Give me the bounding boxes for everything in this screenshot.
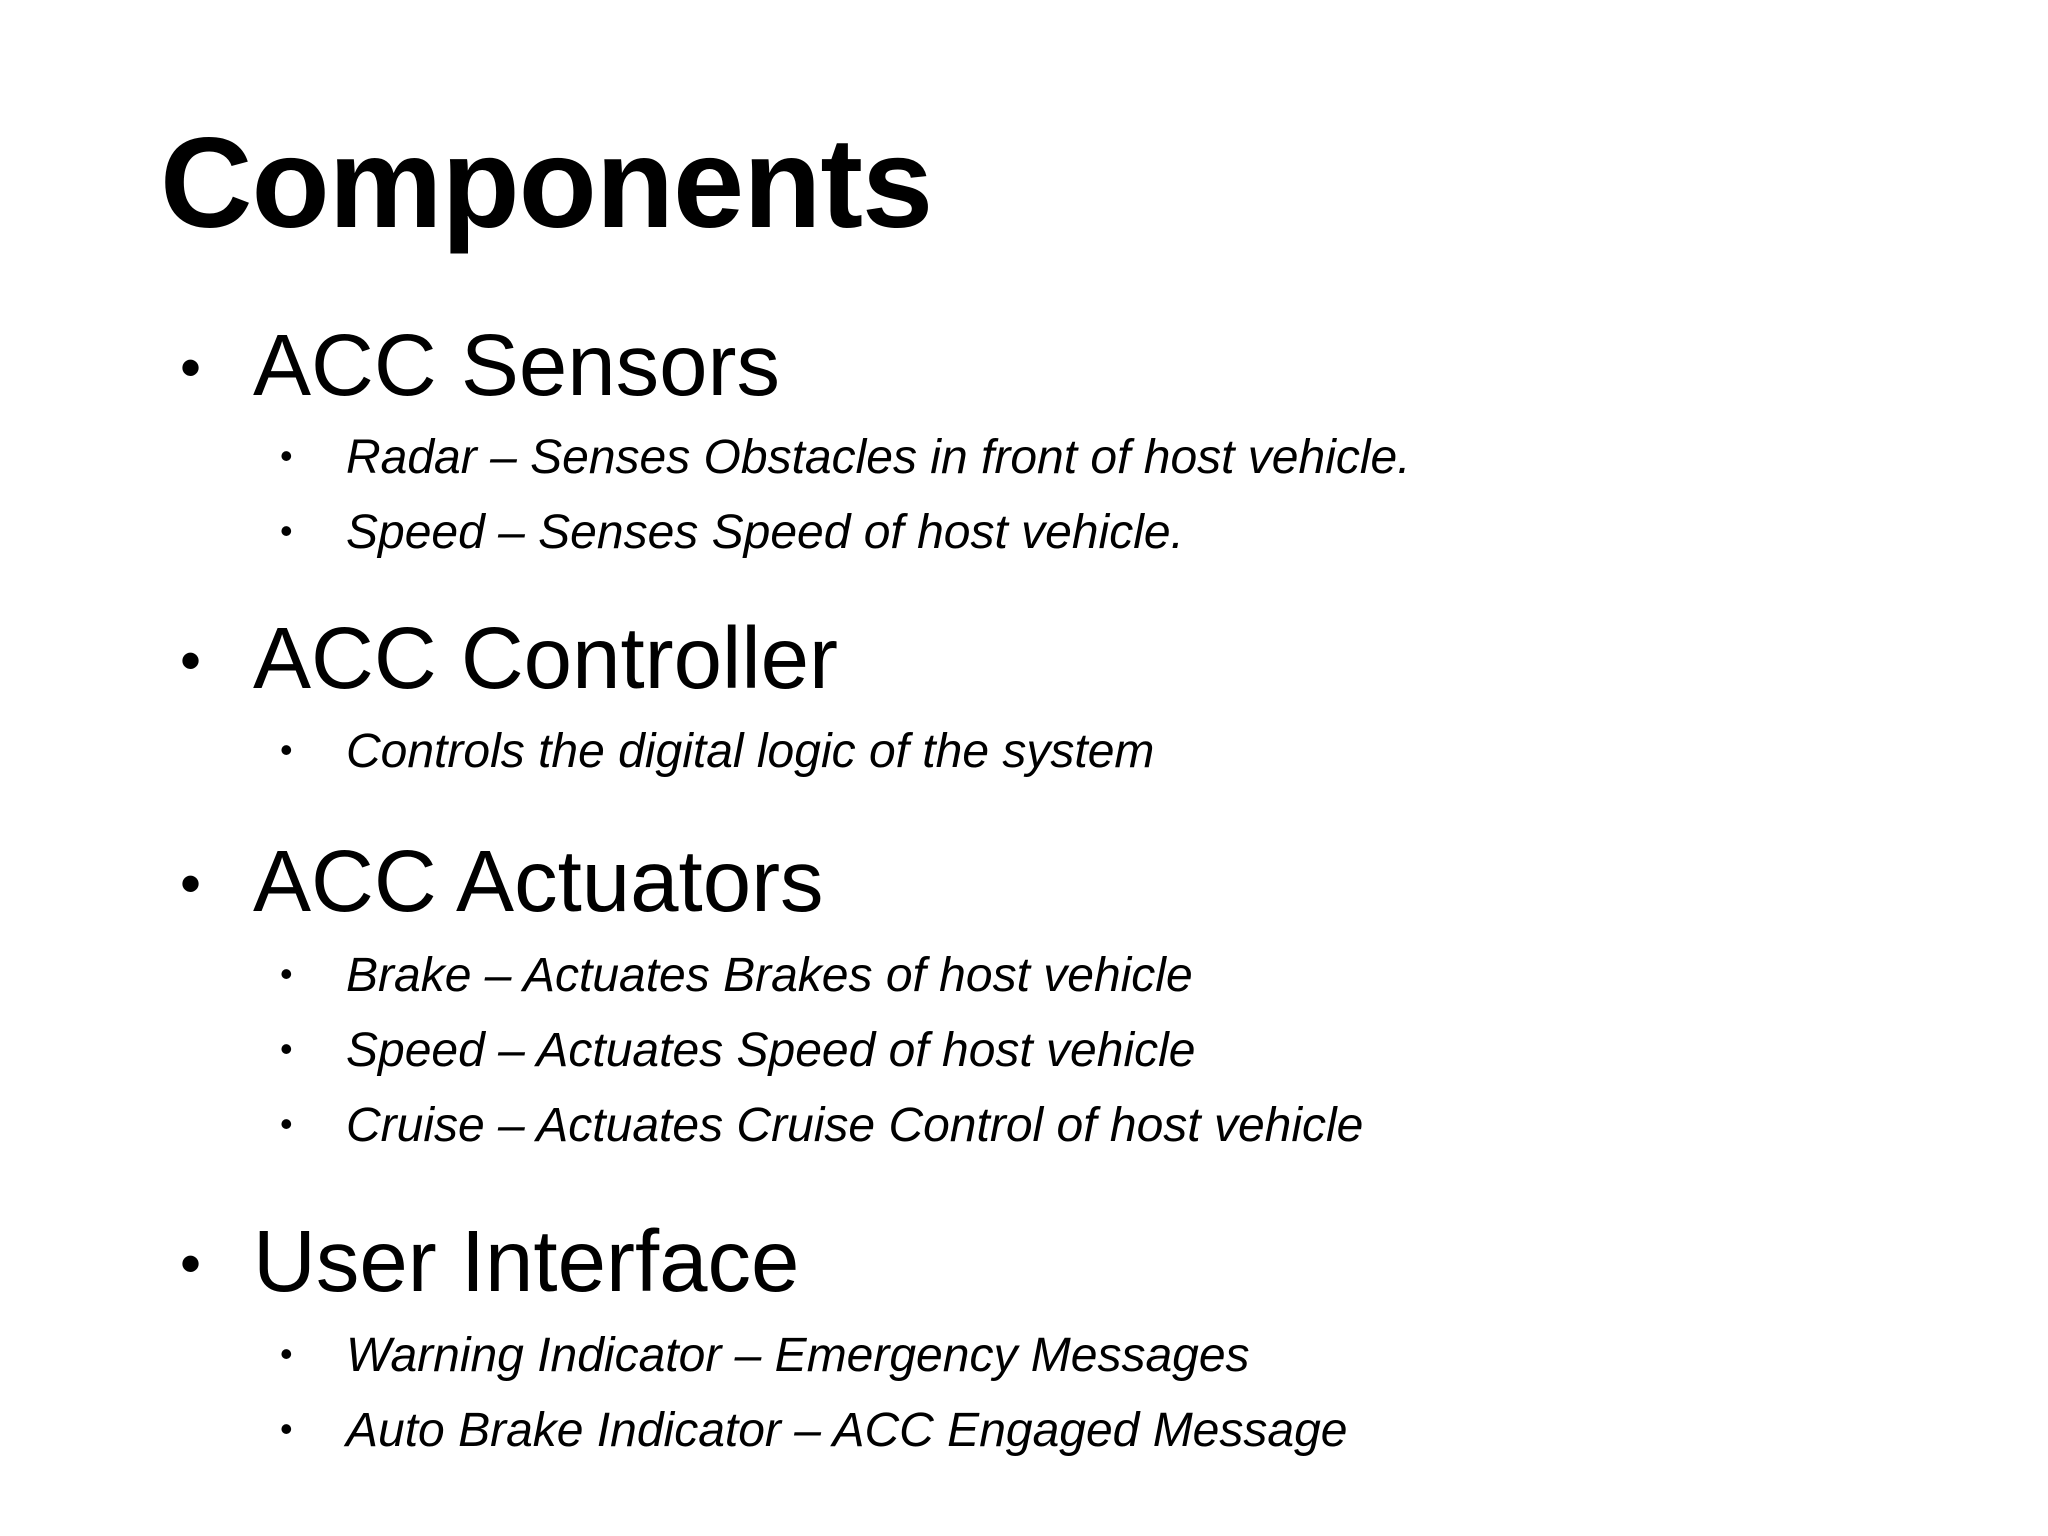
bullet-icon: • [180, 627, 202, 694]
list-item-text: Brake – Actuates Brakes of host vehicle [346, 949, 1193, 1002]
bullet-icon: • [280, 510, 293, 551]
slide-title: Components [160, 112, 933, 255]
bullet-icon: • [280, 1028, 293, 1069]
list-item-text: Controls the digital logic of the system [346, 725, 1155, 778]
bullet-icon: • [280, 729, 293, 770]
section-heading-label: ACC Controller [253, 610, 838, 707]
bullet-icon: • [180, 1230, 202, 1297]
bullet-icon: • [280, 1408, 293, 1449]
bullet-icon: • [280, 435, 293, 476]
bullet-icon: • [180, 334, 202, 401]
list-item-text: Auto Brake Indicator – ACC Engaged Messa… [346, 1404, 1348, 1457]
section-heading-label: ACC Actuators [253, 833, 824, 930]
list-item-text: Speed – Actuates Speed of host vehicle [346, 1024, 1196, 1077]
section-heading-label: User Interface [253, 1213, 800, 1310]
bullet-icon: • [280, 953, 293, 994]
list-item-text: Cruise – Actuates Cruise Control of host… [346, 1099, 1364, 1152]
section-heading-label: ACC Sensors [253, 317, 781, 414]
list-item-text: Speed – Senses Speed of host vehicle. [346, 506, 1184, 559]
list-item-text: Radar – Senses Obstacles in front of hos… [346, 431, 1411, 484]
bullet-icon: • [180, 850, 202, 917]
bullet-icon: • [280, 1103, 293, 1144]
bullet-icon: • [280, 1333, 293, 1374]
list-item-text: Warning Indicator – Emergency Messages [346, 1329, 1250, 1382]
